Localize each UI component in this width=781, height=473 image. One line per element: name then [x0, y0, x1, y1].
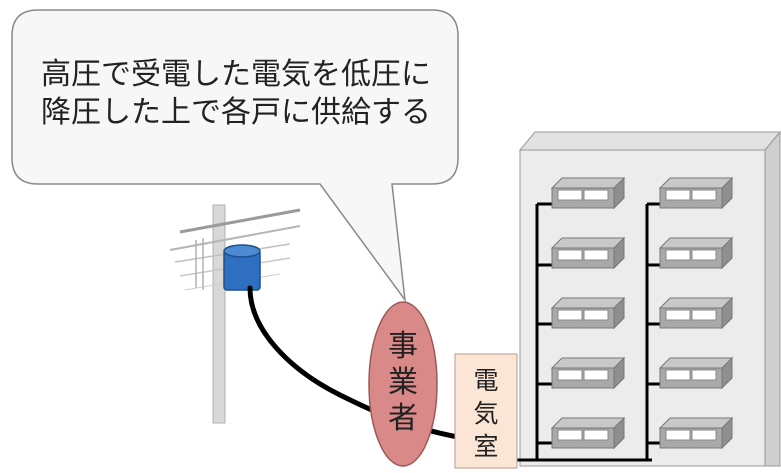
dwelling-unit	[550, 236, 626, 270]
operator-label-2: 業	[388, 365, 418, 400]
dwelling-unit	[658, 296, 734, 330]
dwelling-unit	[550, 296, 626, 330]
dwelling-unit	[658, 416, 734, 450]
electric-room-label-1: 電	[473, 366, 499, 395]
operator-oval	[368, 301, 438, 467]
electric-room-box	[454, 353, 518, 469]
callout-text-line-2: 降圧した上で各戸に供給する	[41, 95, 431, 130]
operator-label-3: 者	[388, 401, 418, 436]
electric-room-label-2: 気	[473, 399, 499, 428]
callout-text-line-1: 高圧で受電した電気を低圧に	[41, 57, 431, 92]
distribution-wiring	[515, 202, 660, 462]
dwelling-unit	[658, 236, 734, 270]
dwelling-units	[550, 176, 734, 450]
dwelling-unit	[550, 356, 626, 390]
dwelling-unit	[550, 176, 626, 210]
callout-bubble	[11, 9, 459, 303]
dwelling-unit	[658, 356, 734, 390]
operator-label-1: 事	[388, 329, 418, 364]
dwelling-unit	[658, 176, 734, 210]
pole-transformer-icon	[223, 244, 261, 291]
electric-room-label-3: 室	[473, 432, 499, 461]
utility-pole	[169, 204, 301, 424]
dwelling-unit	[550, 416, 626, 450]
